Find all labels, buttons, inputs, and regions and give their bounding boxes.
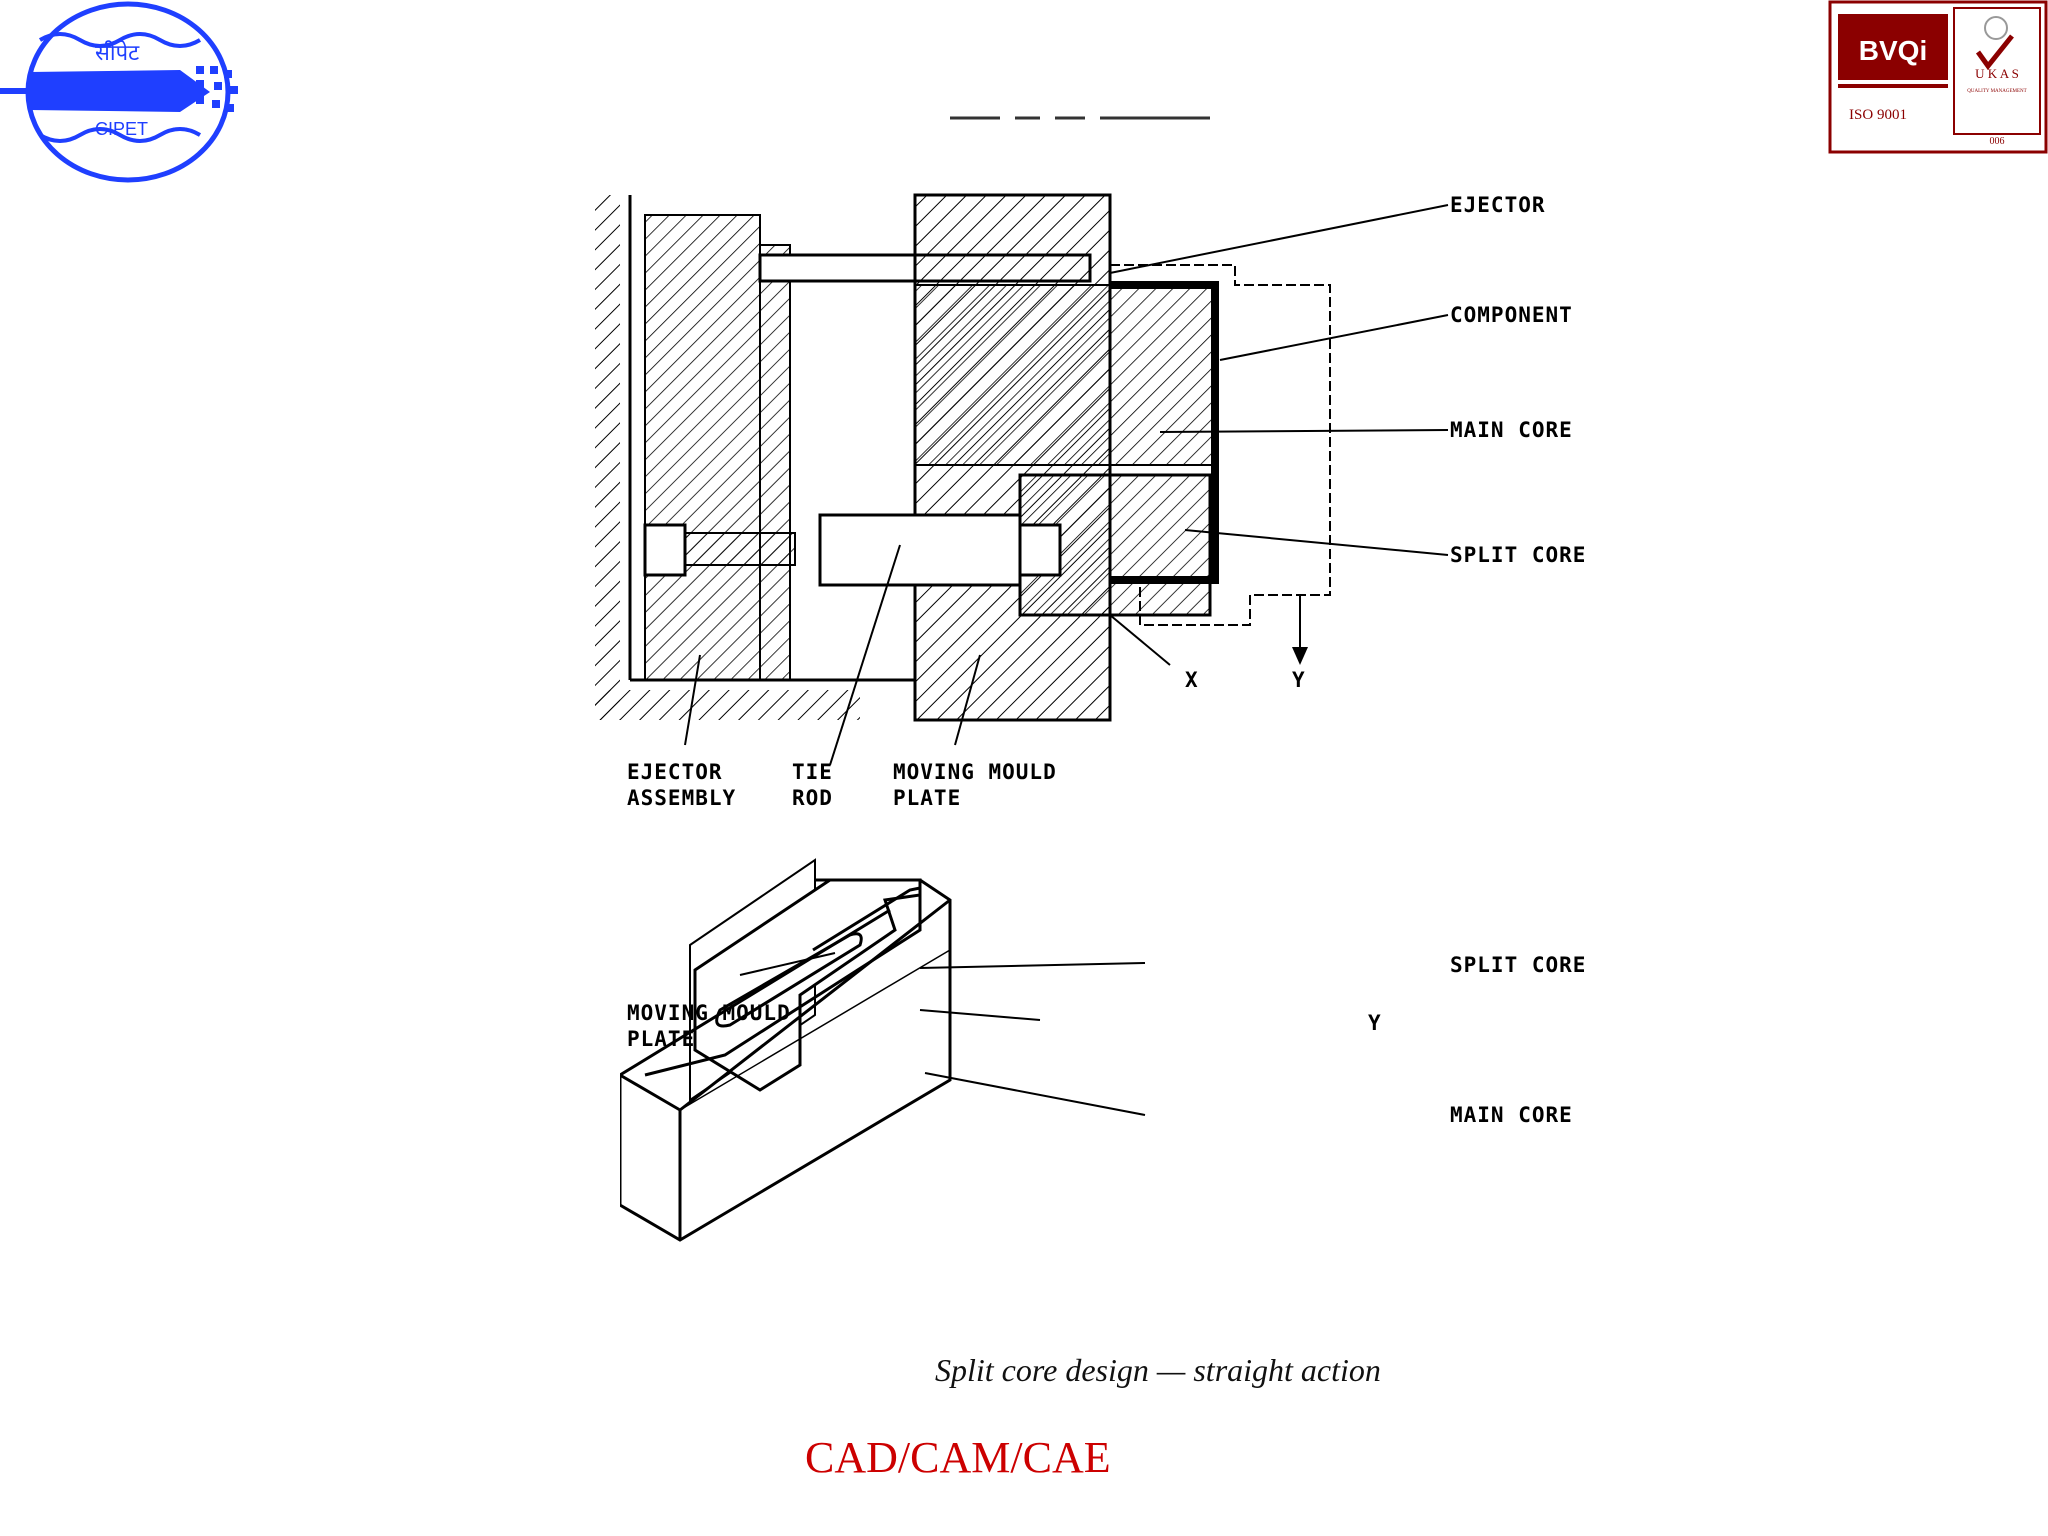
label-main-core-3d: MAIN CORE <box>1450 1103 1573 1127</box>
footer-title: CAD/CAM/CAE <box>805 1433 1111 1482</box>
ejector-plate <box>644 214 761 681</box>
split-core-movement-path <box>1110 264 1331 626</box>
label-ejector-assembly-line1: EJECTOR <box>627 760 723 784</box>
iso-text: ISO 9001 <box>1849 107 1907 123</box>
cipet-logo: सीपेट CIPET <box>0 0 250 190</box>
label-moving-mould-plate-line2: PLATE <box>893 786 961 810</box>
label-moving-mould-plate-3d-line2: PLATE <box>627 1027 695 1051</box>
ukas-text: U K A S <box>1975 66 2019 81</box>
ejector-housing-left-wall <box>595 195 620 720</box>
tie-rod <box>818 513 1022 587</box>
cipet-hindi-text: सीपेट <box>95 40 140 66</box>
label-ejector: EJECTOR <box>1450 193 1546 217</box>
split-core-3d-diagram: SPLIT CORE Y MAIN CORE MOVING MOULD PLAT… <box>618 820 1620 1340</box>
label-y-3d: Y <box>1368 1011 1382 1035</box>
label-moving-mould-plate-line1: MOVING MOULD <box>893 760 1057 784</box>
main-core-3d <box>618 878 952 1242</box>
bolt-head <box>643 523 687 577</box>
bvqi-text: BVQi <box>1859 35 1927 66</box>
label-ejector-assembly-line2: ASSEMBLY <box>627 786 736 810</box>
label-x: X <box>1185 668 1199 692</box>
label-split-core-3d: SPLIT CORE <box>1450 953 1586 977</box>
cipet-text: CIPET <box>95 119 148 139</box>
certification-logo: BVQi ISO 9001 U K A S QUALITY MANAGEMENT… <box>1828 0 2048 155</box>
split-core-slot <box>715 932 863 1028</box>
top-fragment-line <box>950 116 1210 120</box>
label-tie-rod-line1: TIE <box>792 760 833 784</box>
cipet-logo-icon: सीपेट CIPET <box>0 1 238 183</box>
main-core <box>914 284 1216 466</box>
ukas-number: 006 <box>1990 136 2005 147</box>
label-main-core: MAIN CORE <box>1450 418 1573 442</box>
label-moving-mould-plate-3d-line1: MOVING MOULD <box>627 1001 791 1025</box>
label-y: Y <box>1292 668 1306 692</box>
split-core-section-diagram: EJECTOR COMPONENT MAIN CORE SPLIT CORE X… <box>580 185 1620 825</box>
ejector-housing-bottom <box>595 690 860 720</box>
label-component: COMPONENT <box>1450 303 1573 327</box>
label-tie-rod-line2: ROD <box>792 786 833 810</box>
ukas-sub-text: QUALITY MANAGEMENT <box>1967 89 2026 94</box>
label-split-core: SPLIT CORE <box>1450 543 1586 567</box>
figure-caption: Split core design — straight action <box>935 1352 1381 1388</box>
bvqi-ukas-certification-icon: BVQi ISO 9001 U K A S QUALITY MANAGEMENT… <box>1828 0 2048 154</box>
